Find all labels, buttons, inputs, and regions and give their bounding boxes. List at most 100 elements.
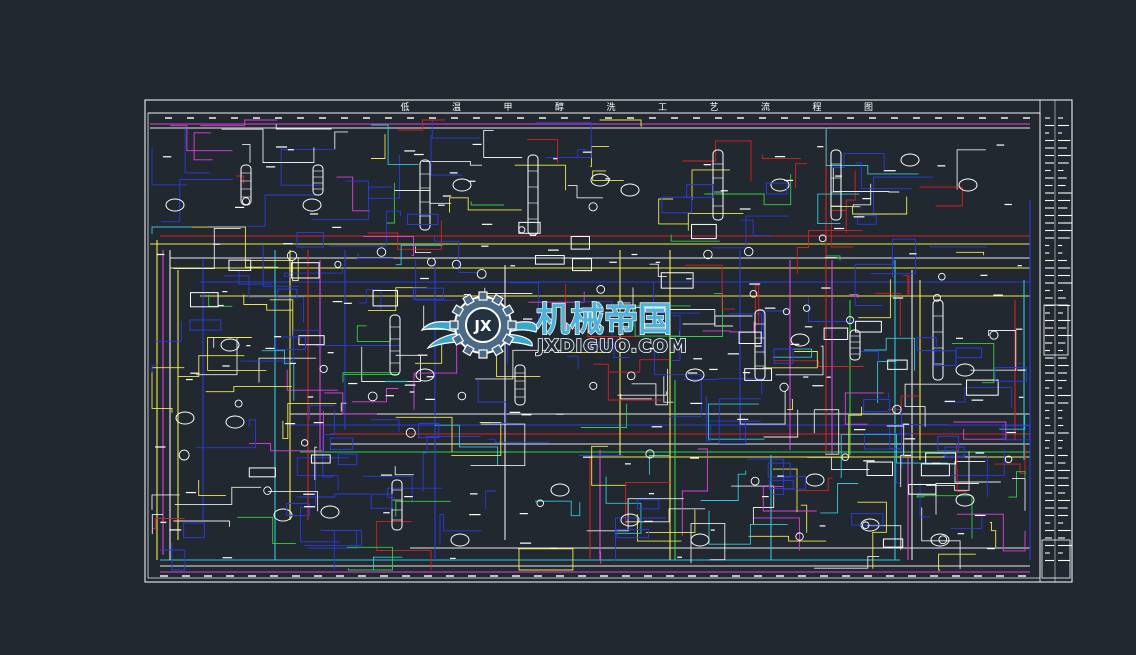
- exchanger-icon: [824, 328, 848, 339]
- pump-icon: [452, 260, 460, 268]
- drawing-title-char: 工: [658, 103, 667, 113]
- vessel-icon: [551, 484, 569, 496]
- pipe-route: [515, 165, 566, 190]
- pipe-route: [818, 194, 860, 224]
- pipe-route: [773, 469, 797, 512]
- pipe-route: [709, 511, 788, 545]
- drawing-title-char: 温: [452, 102, 461, 113]
- exchanger-icon: [783, 476, 805, 489]
- pipe-route: [242, 145, 250, 163]
- gear-tooth: [450, 321, 458, 329]
- vessel-icon: [176, 412, 194, 424]
- pipe-route: [712, 216, 789, 248]
- pipe-route: [335, 132, 348, 149]
- pipe-route: [191, 227, 279, 267]
- column-vessel: [392, 480, 402, 530]
- pipe-route: [304, 529, 362, 546]
- pipe-route: [359, 290, 381, 311]
- pipe-route: [387, 183, 395, 223]
- drawing-title-char: 甲: [503, 102, 512, 113]
- vessel-icon: [691, 534, 709, 546]
- pipe-route: [939, 554, 976, 570]
- pipe-route: [161, 180, 233, 222]
- pipe-route: [329, 211, 401, 246]
- pipe-route: [237, 517, 296, 543]
- pipe-route: [263, 244, 299, 286]
- column-vessel: [528, 155, 538, 235]
- pipe-route: [200, 120, 277, 126]
- exchanger-icon: [535, 256, 564, 265]
- pipe-route: [970, 331, 1015, 371]
- pipe-route: [957, 150, 986, 190]
- pipe-route: [284, 268, 342, 276]
- pipe-route: [878, 362, 897, 403]
- exchanger-icon: [184, 523, 205, 538]
- exchanger-icon: [249, 468, 275, 477]
- column-vessel: [241, 165, 251, 205]
- pipe-route: [374, 557, 403, 570]
- logo-badge-text: JX: [473, 317, 492, 335]
- pipe-route: [435, 425, 498, 465]
- drawing-title: 低温甲醇洗工艺流程图: [400, 101, 873, 113]
- pipe-route: [484, 130, 523, 157]
- exchanger-icon: [766, 183, 787, 194]
- pipe-route: [236, 176, 244, 184]
- exchanger-icon: [572, 259, 591, 271]
- pump-icon: [939, 273, 946, 280]
- pipe-route: [618, 391, 667, 395]
- vessel-icon: [901, 154, 919, 166]
- exchanger-icon: [867, 462, 892, 475]
- vessel-icon: [806, 474, 824, 486]
- pump-icon: [627, 372, 635, 380]
- vessel-icon: [226, 416, 244, 428]
- pump-icon: [242, 198, 249, 205]
- pipe-route: [222, 129, 314, 162]
- pump-icon: [477, 269, 486, 278]
- vessel-icon: [416, 369, 434, 381]
- pipe-route: [703, 322, 755, 332]
- vessel-icon: [303, 199, 321, 211]
- pump-icon: [519, 227, 525, 233]
- pipe-route: [990, 523, 996, 548]
- column-vessel: [933, 300, 943, 380]
- pump-icon: [301, 440, 307, 446]
- pipe-route: [488, 439, 549, 442]
- pipe-route: [649, 456, 669, 475]
- pump-icon: [751, 477, 759, 485]
- pipe-route: [371, 420, 399, 433]
- vessel-icon: [166, 199, 184, 211]
- pipe-route: [396, 417, 452, 452]
- logo-domain: JXDIGUO.COM: [535, 336, 688, 357]
- pump-icon: [589, 203, 597, 211]
- pipe-route: [749, 536, 827, 541]
- pump-icon: [780, 383, 788, 391]
- vessel-icon: [931, 534, 949, 546]
- pipe-route: [341, 403, 346, 411]
- pipe-route: [194, 133, 213, 160]
- exchanger-icon: [292, 263, 319, 278]
- pipe-route: [951, 516, 982, 528]
- pump-icon: [264, 487, 272, 495]
- pipe-route: [590, 147, 609, 167]
- pipe-route: [873, 177, 933, 214]
- pipe-route: [664, 376, 674, 402]
- pump-icon: [427, 258, 435, 266]
- pipe-route: [416, 260, 458, 300]
- drawing-title-char: 图: [864, 102, 873, 113]
- pipe-route: [944, 388, 1012, 409]
- exchanger-icon: [769, 480, 793, 488]
- pipe-route: [609, 360, 670, 372]
- pipe-route: [808, 298, 865, 322]
- pipe-route: [196, 420, 255, 448]
- pipe-route: [957, 514, 1025, 551]
- exchanger-icon: [276, 337, 306, 350]
- pipe-route: [846, 171, 855, 233]
- pipe-route: [903, 275, 909, 294]
- vessel-icon: [221, 339, 239, 351]
- pipe-route: [486, 491, 497, 509]
- exchanger-icon: [371, 494, 392, 508]
- gear-tooth: [479, 292, 487, 300]
- pipe-route: [753, 518, 799, 551]
